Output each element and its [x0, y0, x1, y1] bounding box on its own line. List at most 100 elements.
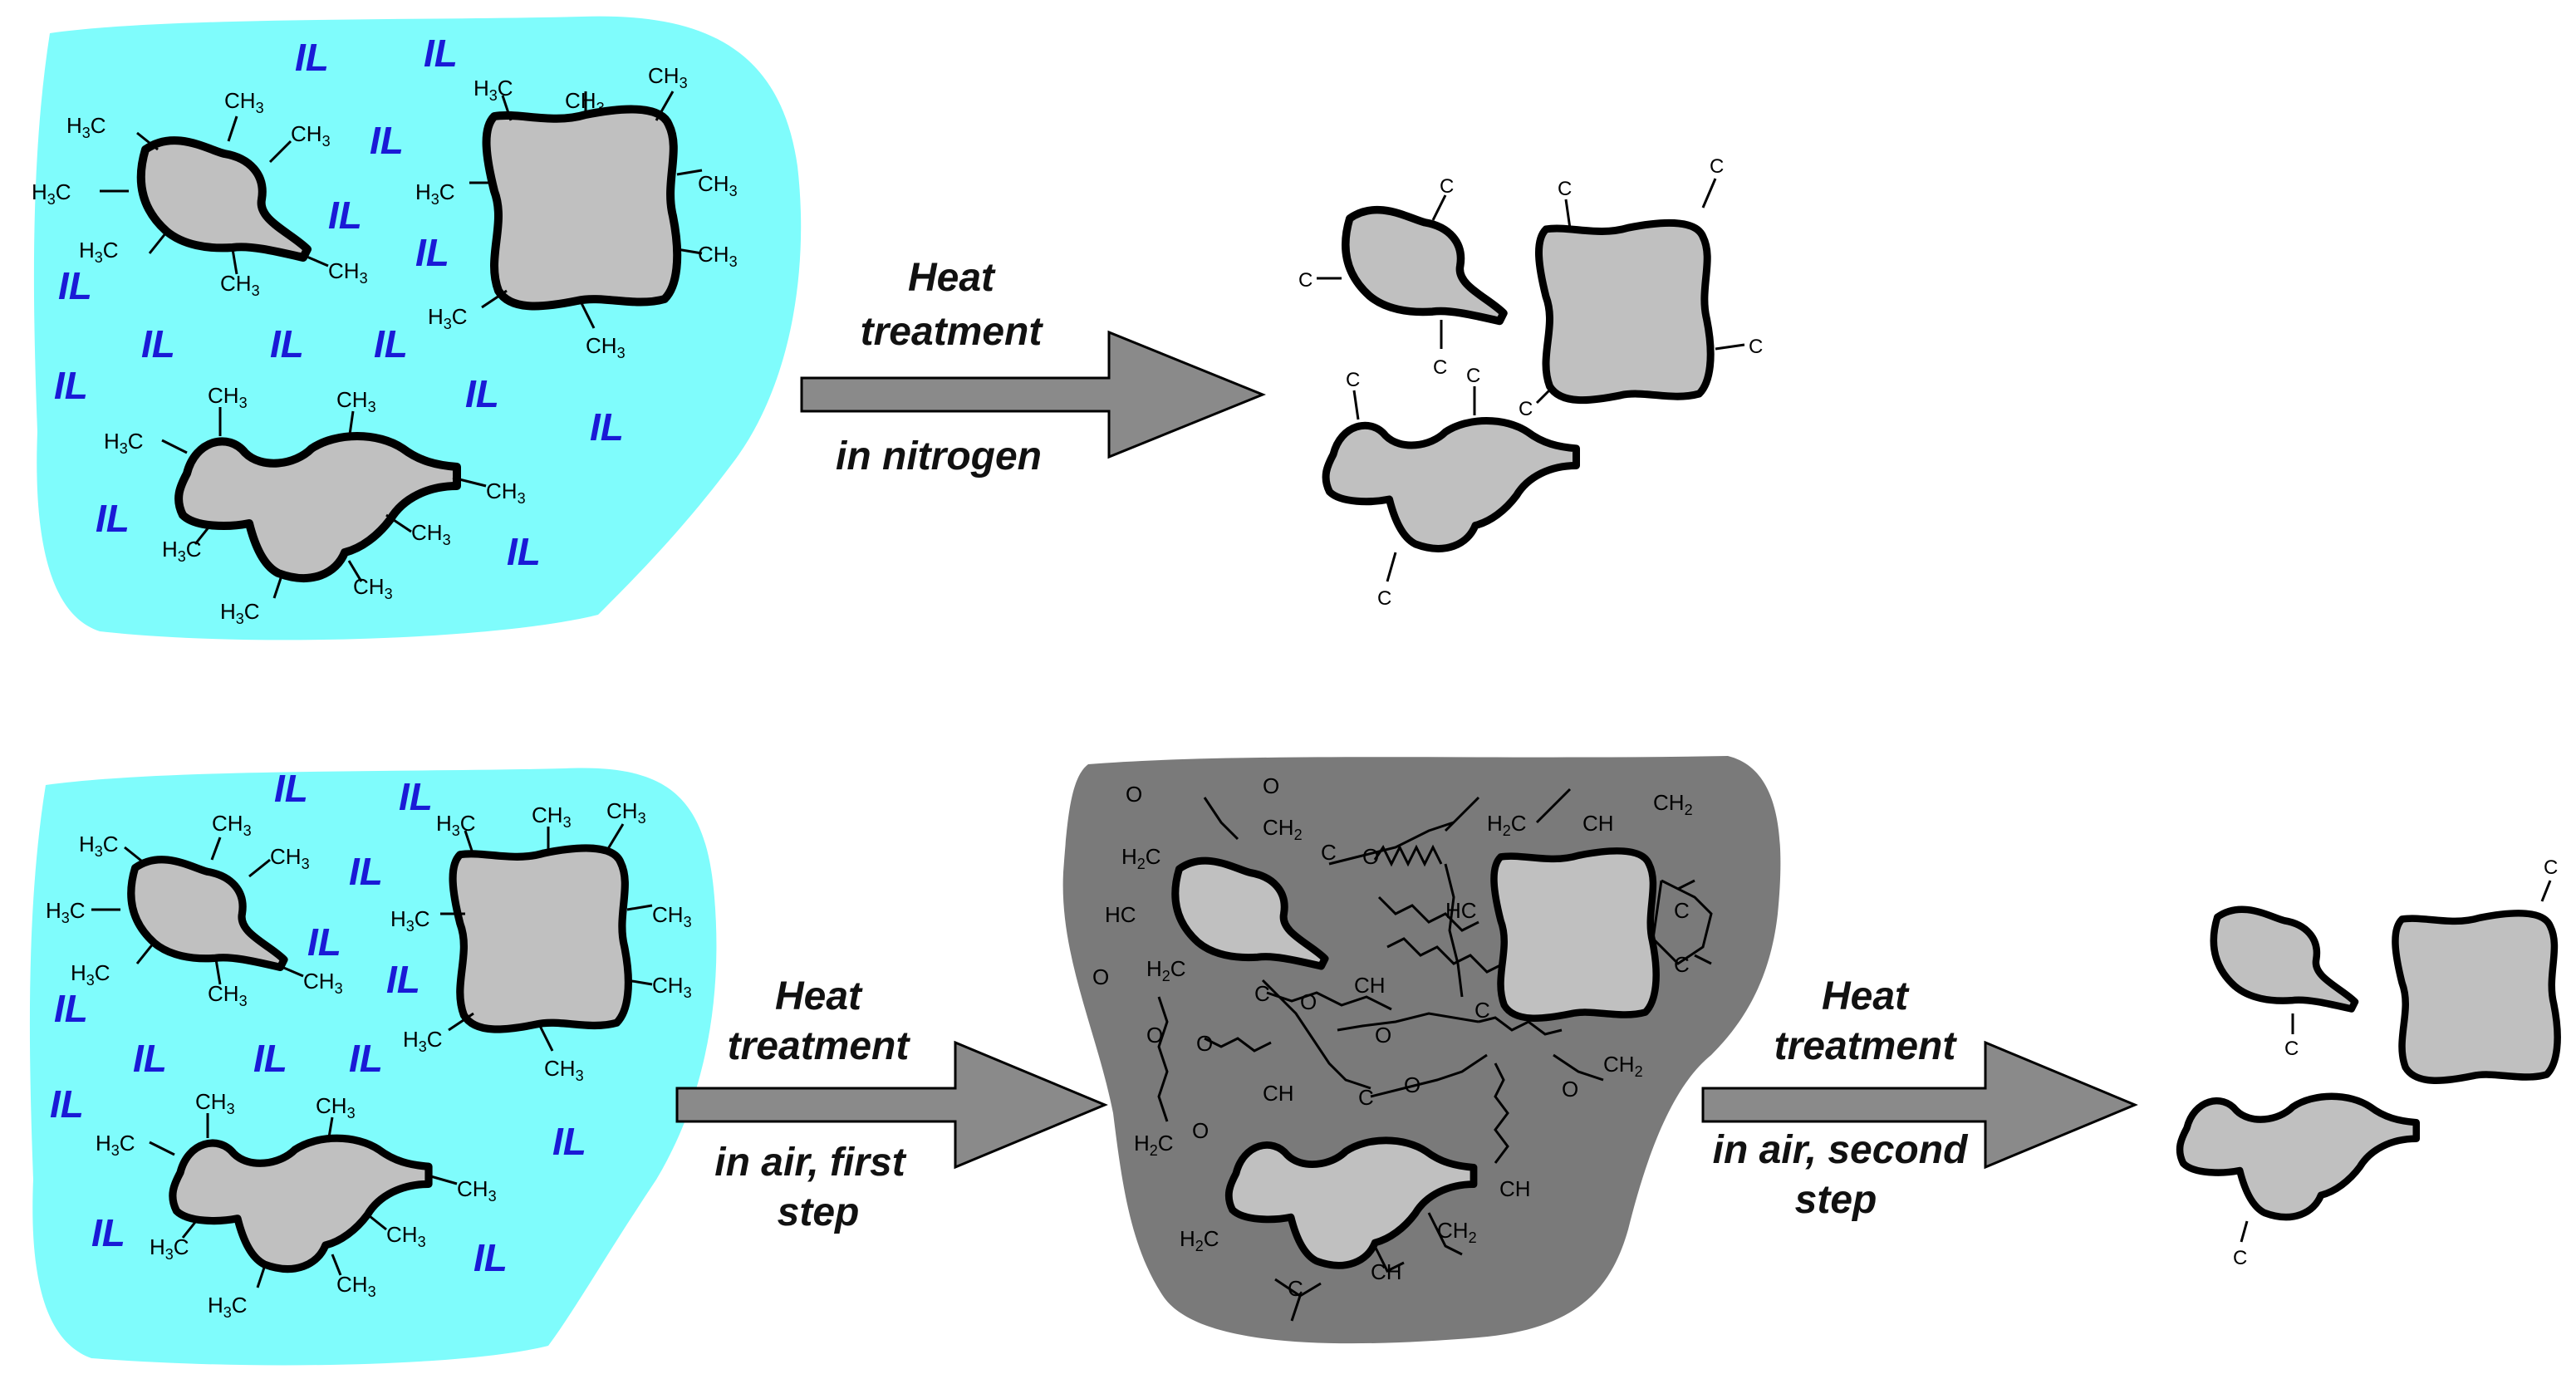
- carbon-label: C: [1558, 178, 1572, 200]
- oxygen-label: O: [1300, 989, 1317, 1014]
- methyl-label: CH3: [195, 1089, 235, 1117]
- arrow-heat-air-second: Heat treatment in air, second step: [1701, 974, 2138, 1222]
- methyl-groups: H3C CH3 CH3 H3C H3C CH3 CH3 H3C CH3 CH3 …: [46, 798, 692, 1321]
- methyl-label: CH3: [208, 383, 248, 411]
- methyl-label: CH3: [270, 844, 310, 872]
- carbon-label: C: [1674, 952, 1690, 977]
- arrow-shape: [675, 1040, 1108, 1170]
- il-label: IL: [270, 322, 304, 366]
- il-label: IL: [141, 322, 175, 366]
- il-label: IL: [307, 920, 341, 964]
- top-carbon-particles: C C C C C C C C C C: [1298, 155, 1763, 610]
- arrow-caption: treatment: [861, 310, 1044, 354]
- ch2-label: CH2: [1437, 1218, 1477, 1246]
- arrow-heat-air-first: Heat treatment in air, first step: [675, 974, 1108, 1234]
- il-label: IL: [374, 322, 408, 366]
- carbon-label: C: [1358, 1085, 1374, 1110]
- particle: [2180, 1097, 2417, 1217]
- il-label: IL: [54, 364, 88, 407]
- il-label: IL: [328, 194, 362, 237]
- arrow-shape: [800, 330, 1266, 459]
- oxygen-label: O: [1263, 773, 1279, 798]
- methyl-groups: H3C CH3 CH3 H3C H3C CH3 CH3: [32, 88, 368, 299]
- il-label: IL: [50, 1082, 84, 1126]
- top-il-composite: H3C CH3 CH3 H3C H3C CH3 CH3 H3C CH3 CH3 …: [32, 16, 802, 640]
- oxygen-label: O: [1092, 964, 1109, 989]
- il-label: IL: [54, 987, 88, 1030]
- methyl-label: CH3: [386, 1222, 426, 1250]
- arrow-heat-nitrogen: Heat treatment in nitrogen: [800, 256, 1266, 478]
- ionic-liquid-labels: IL IL IL IL IL IL IL IL IL IL IL IL IL I…: [54, 32, 624, 573]
- h2c-label: H2C: [1146, 956, 1186, 984]
- methyl-label: H3C: [473, 76, 513, 104]
- ch2-label: CH2: [1263, 815, 1303, 843]
- il-label: IL: [58, 264, 92, 307]
- arrow-caption: in air, first: [714, 1141, 906, 1185]
- carbon-label: C: [2233, 1247, 2247, 1269]
- methyl-label: H3C: [79, 832, 119, 860]
- h2c-label: H2C: [1134, 1131, 1174, 1159]
- methyl-label: CH3: [291, 121, 331, 150]
- methyl-label: CH3: [648, 63, 688, 91]
- carbon-label: C: [1346, 369, 1360, 391]
- carbon-label: C: [1519, 398, 1533, 420]
- methyl-label: H3C: [220, 599, 260, 627]
- il-label: IL: [399, 775, 433, 818]
- particle: [453, 848, 628, 1029]
- arrow-caption: in nitrogen: [836, 434, 1042, 478]
- il-label: IL: [552, 1120, 586, 1163]
- arrow-caption: step: [778, 1190, 860, 1234]
- oxygen-label: O: [1375, 1023, 1391, 1048]
- carbon-label: C: [1254, 981, 1270, 1006]
- il-label: IL: [96, 497, 130, 540]
- il-label: IL: [133, 1037, 167, 1080]
- arrow-caption: step: [1795, 1178, 1877, 1222]
- methyl-label: CH3: [303, 969, 343, 997]
- methyl-label: CH3: [336, 387, 376, 415]
- methyl-label: CH3: [411, 520, 451, 548]
- oxygen-label: O: [1196, 1031, 1213, 1056]
- il-label: IL: [465, 372, 499, 415]
- methyl-label: H3C: [415, 179, 455, 208]
- carbon-label: C: [1298, 269, 1313, 292]
- methyl-label: H3C: [71, 960, 110, 989]
- particle: [1346, 210, 1504, 321]
- il-label: IL: [473, 1236, 508, 1279]
- il-label: IL: [415, 231, 449, 274]
- carbon-label: C: [2544, 856, 2558, 879]
- methyl-label: CH3: [212, 811, 252, 839]
- methyl-label: H3C: [162, 537, 202, 565]
- ch2-label: CH2: [1603, 1052, 1643, 1080]
- oxygen-label: O: [1192, 1118, 1209, 1143]
- hc-label: HC: [1445, 898, 1477, 923]
- il-label: IL: [386, 958, 420, 1001]
- methyl-label: H3C: [403, 1027, 443, 1055]
- ch-label: CH: [1371, 1259, 1402, 1284]
- methyl-label: H3C: [66, 113, 106, 141]
- ch2-label: CH2: [1653, 790, 1693, 818]
- carbon-label: C: [1674, 898, 1690, 923]
- bottom-carbon-particles: C C C: [2180, 856, 2558, 1269]
- methyl-label: CH3: [606, 798, 646, 827]
- methyl-label: H3C: [436, 811, 476, 839]
- methyl-label: CH3: [328, 258, 368, 287]
- methyl-label: CH3: [220, 271, 260, 299]
- particle: [1494, 851, 1656, 1018]
- methyl-label: CH3: [586, 333, 626, 361]
- carbon-label: C: [1321, 840, 1337, 865]
- h2c-label: H2C: [1487, 811, 1527, 839]
- arrow-caption: treatment: [728, 1024, 911, 1068]
- arrow-caption: treatment: [1774, 1024, 1958, 1068]
- oxygen-label: O: [1404, 1072, 1420, 1097]
- carbonized-matrix-composite: O O CH2 H2C HC O H2C O C O C O O CH CH O…: [1062, 756, 1781, 1344]
- ch-label: CH: [1499, 1176, 1531, 1201]
- methyl-label: CH3: [316, 1093, 356, 1121]
- oxygen-label: O: [1562, 1077, 1578, 1102]
- arrow-caption: in air, second: [1713, 1128, 1969, 1172]
- il-label: IL: [590, 405, 624, 449]
- arrow-caption: Heat: [908, 256, 996, 300]
- methyl-label: H3C: [79, 238, 119, 266]
- oxygen-label: O: [1362, 844, 1379, 869]
- h2c-label: H2C: [1121, 844, 1161, 872]
- polymer-network: [1157, 788, 1713, 1322]
